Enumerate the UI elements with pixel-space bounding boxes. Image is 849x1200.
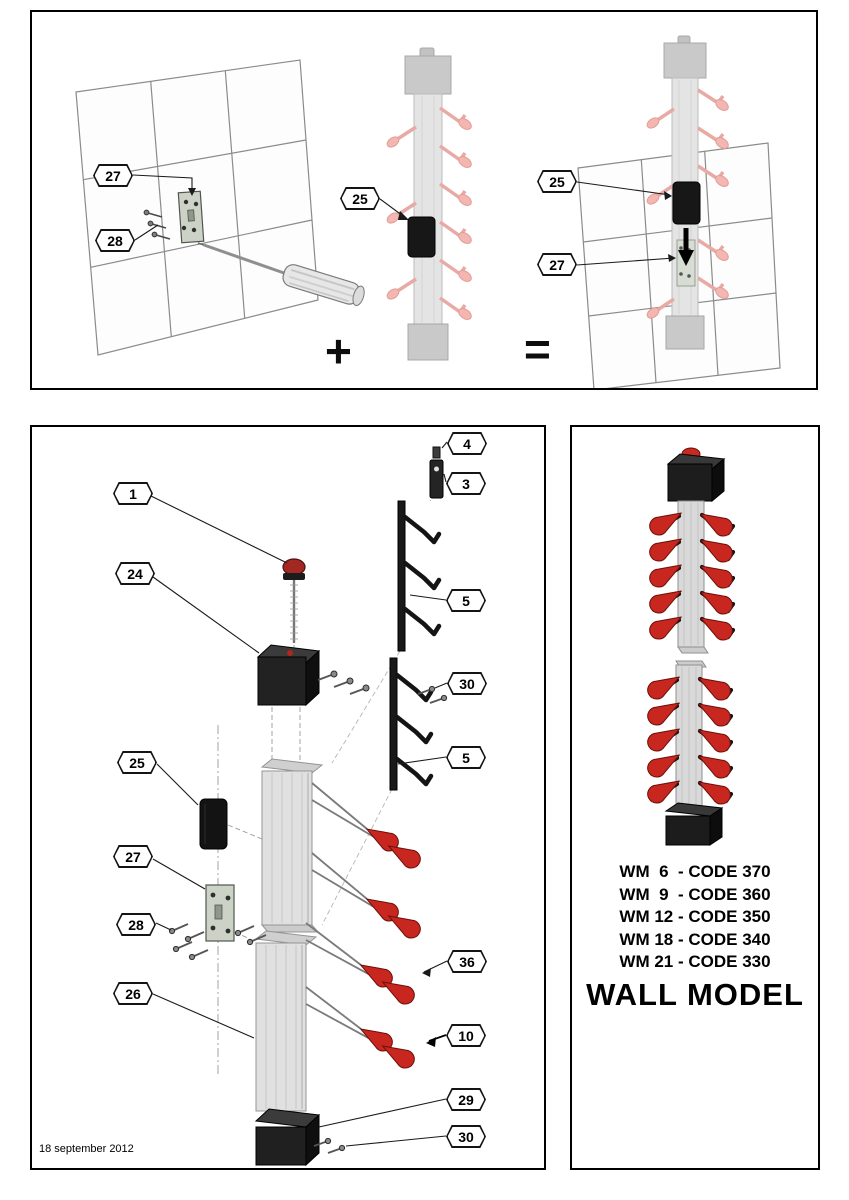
product-title: WALL MODEL (586, 977, 804, 1012)
installation-illustration (75, 35, 781, 388)
callout-27-wall: 27 (93, 164, 133, 187)
callout-5-upper: 5 (446, 589, 486, 612)
callout-label: 36 (459, 953, 475, 970)
product-pegs-lower (643, 668, 735, 808)
callout-label: 28 (128, 916, 144, 933)
callout-4: 4 (447, 432, 487, 455)
wall-rack-product (643, 447, 737, 846)
leader-lines-left (132, 174, 196, 241)
callout-25: 25 (117, 751, 157, 774)
callout-label: 5 (462, 749, 470, 766)
callout-label: 26 (125, 985, 141, 1002)
callout-10: 10 (446, 1024, 486, 1047)
upper-rail-part (260, 758, 324, 926)
callout-label: 4 (463, 435, 471, 452)
callout-label: 28 (107, 232, 123, 249)
model-code-line: WM 12 - CODE 350 (619, 907, 771, 926)
product-pegs-upper (645, 504, 737, 644)
screwdriver-illustration (197, 242, 365, 306)
callout-26: 26 (113, 982, 153, 1005)
bottom-cap-part (254, 1108, 321, 1167)
rail-split-upper (677, 646, 709, 654)
leader-lines-right (576, 181, 676, 266)
top-cap-part (256, 644, 321, 707)
hook-bar-a (397, 500, 442, 652)
callout-24: 24 (115, 562, 155, 585)
clip-part (429, 459, 444, 499)
callout-label: 3 (462, 475, 470, 492)
model-code-line: WM 6 - CODE 370 (619, 862, 771, 881)
product-illustration (643, 447, 737, 846)
model-code-line: WM 9 - CODE 360 (619, 884, 771, 904)
product-bottom-cap (664, 802, 724, 846)
callout-label: 30 (459, 675, 475, 692)
callout-30-upper: 30 (447, 672, 487, 695)
product-top-cap (666, 453, 726, 503)
callout-label: 1 (129, 485, 137, 502)
slide-down-arrow (678, 228, 694, 266)
ghost-rack (386, 47, 472, 361)
equals-operator: = (524, 323, 551, 375)
revision-date: 18 september 2012 (39, 1143, 134, 1155)
model-code-line: WM 18 - CODE 340 (619, 929, 771, 949)
callout-label: 24 (127, 565, 143, 582)
wall-bracket-part (199, 798, 228, 850)
model-code-list: WM 6 - CODE 370 WM 9 - CODE 360 WM 12 - … (572, 861, 818, 974)
cap-screws (317, 670, 370, 695)
callout-25-mounted: 25 (537, 170, 577, 193)
plus-operator: + (325, 325, 352, 377)
callout-30-bottom: 30 (446, 1125, 486, 1148)
callout-label: 29 (458, 1091, 474, 1108)
red-handle-cones (355, 820, 425, 1072)
callout-36: 36 (447, 950, 487, 973)
product-panel: WM 6 - CODE 370 WM 9 - CODE 360 WM 12 - … (570, 425, 820, 1170)
bar-screws (417, 685, 448, 704)
ghost-rack-mounted (646, 35, 729, 350)
callout-label: 25 (129, 754, 145, 771)
callout-label: 5 (462, 592, 470, 609)
bracket-part-highlight (407, 216, 436, 258)
callout-label: 10 (458, 1027, 474, 1044)
bracket-part-mounted (672, 181, 701, 225)
callout-label: 27 (549, 256, 565, 273)
lower-rail-part (254, 930, 318, 1112)
wall-plate-part (177, 190, 205, 244)
hook-bar-b (389, 657, 434, 791)
callout-label: 25 (549, 173, 565, 190)
callout-5-lower: 5 (446, 746, 486, 769)
knob-part (282, 558, 306, 643)
callout-3: 3 (446, 472, 486, 495)
cap-screws-bottom (313, 1137, 346, 1154)
exploded-leader-lines (150, 441, 448, 1147)
peg-handles (305, 782, 425, 1072)
pin-part (432, 446, 441, 459)
model-code-line: WM 21 - CODE 330 (619, 952, 771, 971)
exploded-view-panel: 1 24 25 27 28 26 4 3 (30, 425, 546, 1170)
callout-label: 27 (105, 167, 121, 184)
mount-plate-part (205, 884, 235, 942)
callout-27-mounted: 27 (537, 253, 577, 276)
callout-28: 28 (116, 913, 156, 936)
callout-label: 30 (458, 1128, 474, 1145)
callout-28-wall: 28 (95, 229, 135, 252)
callout-1: 1 (113, 482, 153, 505)
leader-25-middle (379, 198, 409, 220)
callout-29: 29 (446, 1088, 486, 1111)
installation-panel: + = 27 28 25 25 27 (30, 10, 818, 390)
callout-27: 27 (113, 845, 153, 868)
callout-25-bracket: 25 (340, 187, 380, 210)
exploded-view-illustration (150, 441, 448, 1167)
callout-label: 25 (352, 190, 368, 207)
wall-screws (143, 209, 171, 240)
callout-label: 27 (125, 848, 141, 865)
